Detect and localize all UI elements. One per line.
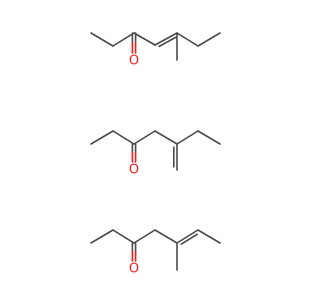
molecule-3: O: [90, 229, 221, 277]
molecule-1: O: [90, 32, 221, 69]
single-bond-2: [112, 32, 135, 47]
single-bond-1: [90, 229, 114, 244]
single-bond-8: [197, 229, 221, 244]
single-bond-2: [112, 130, 135, 145]
oxygen-atom-label: O: [129, 163, 139, 178]
single-bond-4: [133, 130, 156, 145]
single-bond-8: [197, 130, 221, 145]
double-bond-5-inner: [158, 36, 177, 48]
molecule-structures-canvas: O O O: [90, 32, 221, 277]
single-bond-2: [112, 229, 135, 244]
oxygen-atom-label: O: [129, 262, 139, 277]
single-bond-7: [176, 32, 199, 47]
single-bond-5: [154, 229, 178, 244]
double-bond-7-outer: [176, 229, 199, 244]
double-bond-7-inner: [180, 233, 198, 245]
single-bond-7: [176, 130, 199, 145]
oxygen-atom-label: O: [129, 54, 139, 69]
molecule-2: O: [90, 130, 221, 178]
single-bond-4: [133, 229, 156, 244]
single-bond-1: [90, 32, 114, 47]
single-bond-1: [90, 130, 114, 145]
single-bond-4: [133, 32, 156, 46]
double-bond-5-outer: [154, 32, 178, 46]
single-bond-8: [197, 32, 221, 47]
single-bond-5: [154, 130, 178, 145]
